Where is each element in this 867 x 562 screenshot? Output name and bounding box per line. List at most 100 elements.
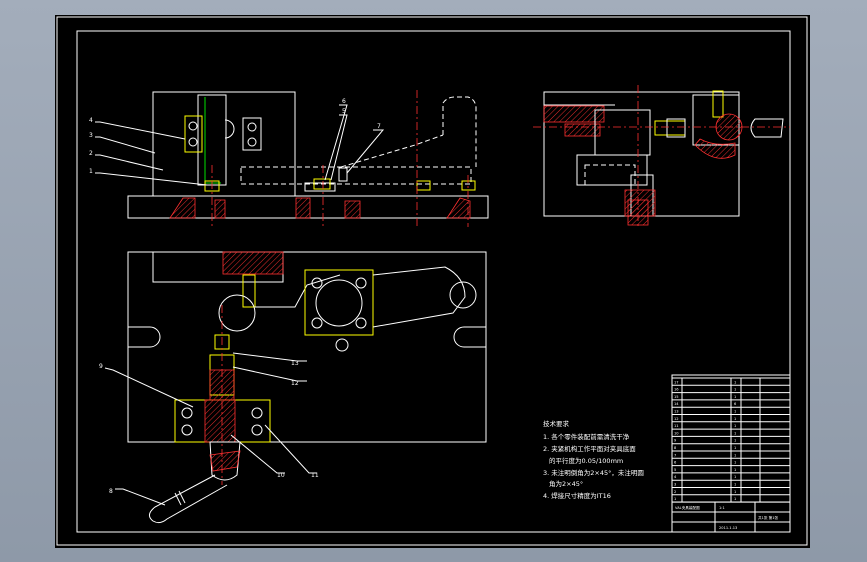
- side-view: [533, 85, 790, 227]
- leader-4: [95, 121, 186, 140]
- note-line-1: 1. 各个零件装配前需清洗干净: [543, 432, 630, 441]
- bolt-circle: [188, 137, 198, 147]
- bom-row-qty: 1: [734, 388, 736, 392]
- leader-11: [264, 424, 317, 474]
- leader-13: [232, 352, 307, 362]
- part-label-4: 4: [89, 117, 93, 124]
- leader-12: [232, 366, 307, 382]
- bom-row-qty: 1: [734, 483, 736, 487]
- base-section: [446, 197, 471, 219]
- inner-border: [76, 30, 791, 533]
- slot-left: [128, 326, 161, 348]
- top-screw: [242, 274, 256, 308]
- bom-row-number: 16: [674, 388, 679, 392]
- side-block-hidden: [584, 164, 636, 186]
- leader-10: [230, 434, 285, 474]
- nut: [313, 178, 331, 190]
- bom-row-qty: 1: [734, 439, 736, 443]
- part-label-6: 6: [342, 98, 346, 105]
- workpiece-hub: [304, 269, 374, 336]
- side-bolt: [654, 120, 686, 136]
- bom-row-number: 17: [674, 380, 679, 384]
- bom-row-qty: 1: [734, 395, 736, 399]
- tb-drawing-name: VAL夹具装配图: [675, 505, 700, 510]
- bom-row-number: 15: [674, 395, 679, 399]
- note-line-4: 3. 未注明倒角为2×45°，未注明圆: [543, 468, 644, 477]
- bom-row-qty: 1: [734, 380, 736, 384]
- part-label-7: 7: [377, 123, 381, 130]
- technical-notes: 技术要求 1. 各个零件装配前需清洗干净 2. 夹紧机构工作平面对夹具底面 的平…: [543, 419, 644, 500]
- notes-heading: 技术要求: [543, 419, 570, 428]
- bolt-circle: [188, 121, 198, 131]
- bom-row-qty: 1: [734, 446, 736, 450]
- bom-row-qty: 6: [734, 402, 737, 406]
- bom-row-qty: 1: [734, 475, 736, 479]
- clamp-block-left: [184, 115, 203, 153]
- leader-3: [95, 136, 156, 154]
- bom-row-qty: 1: [734, 497, 736, 501]
- note-line-6: 4. 焊接尺寸精度为IT16: [543, 491, 611, 500]
- bom-row-number: 1: [674, 497, 676, 501]
- bom-row-number: 3: [674, 483, 676, 487]
- bracket-bolt: [181, 407, 193, 419]
- hub-hole: [355, 277, 367, 289]
- nut: [461, 180, 476, 191]
- part-label-3: 3: [89, 132, 93, 139]
- handle-neck: [209, 441, 241, 481]
- bom-row-qty: 1: [734, 468, 736, 472]
- part-label-8: 8: [109, 488, 113, 495]
- bom-row-qty: 1: [734, 431, 736, 435]
- bom-row-number: 13: [674, 410, 679, 414]
- bom-row-number: 9: [674, 439, 677, 443]
- note-line-5: 角为2×45°: [549, 479, 583, 488]
- bom-row-qty: 1: [734, 424, 736, 428]
- workpiece-arc: [224, 119, 235, 139]
- bracket-bolt: [251, 424, 263, 436]
- clamp-block-right: [242, 117, 262, 151]
- post-detail: [204, 97, 221, 184]
- part-label-12: 12: [291, 380, 299, 387]
- nut: [416, 180, 431, 191]
- base-section: [214, 199, 226, 219]
- part-label-13: 13: [291, 360, 299, 367]
- front-view: [95, 90, 489, 227]
- base-section: [295, 197, 311, 219]
- leader-5: [330, 114, 348, 181]
- bom-row-number: 7: [674, 453, 676, 457]
- side-section-mid: [564, 123, 601, 137]
- workpiece-lever-outline: [240, 166, 472, 185]
- locating-pin: [338, 167, 348, 182]
- bom-row-qty: 1: [734, 417, 736, 421]
- bracket-bolt: [181, 424, 193, 436]
- workpiece-round: [218, 294, 256, 332]
- note-line-2: 2. 夹紧机构工作平面对夹具底面: [543, 444, 636, 453]
- base-section: [169, 197, 196, 219]
- side-block: [576, 154, 648, 186]
- note-line-3: 的平行度为0.05/100mm: [549, 456, 623, 465]
- leader-2: [95, 154, 164, 171]
- side-body: [594, 109, 651, 156]
- workpiece-end: [442, 96, 477, 167]
- workpiece-end-round: [449, 281, 477, 309]
- side-section-top: [543, 105, 605, 123]
- top-section: [222, 251, 284, 275]
- cad-drawing: 4 3 2 1 6 5 7: [56, 16, 808, 546]
- side-jaw: [694, 138, 736, 159]
- handle-grip: [149, 474, 228, 524]
- side-nut: [666, 118, 686, 138]
- bom-row-number: 2: [674, 490, 676, 494]
- part-label-1: 1: [89, 168, 93, 175]
- leader-1: [95, 172, 208, 186]
- handle-neck-section: [209, 450, 241, 472]
- support-pin-base: [304, 182, 336, 192]
- leader-7: [346, 129, 385, 174]
- hub-bore: [315, 279, 363, 327]
- side-screw: [712, 90, 724, 118]
- bom-row-qty: 1: [734, 410, 736, 414]
- bom-row-number: 10: [674, 431, 679, 435]
- bolt-circle: [247, 122, 257, 132]
- leader-9: [104, 367, 194, 408]
- slot-right: [453, 326, 486, 348]
- hub-hole: [311, 317, 323, 329]
